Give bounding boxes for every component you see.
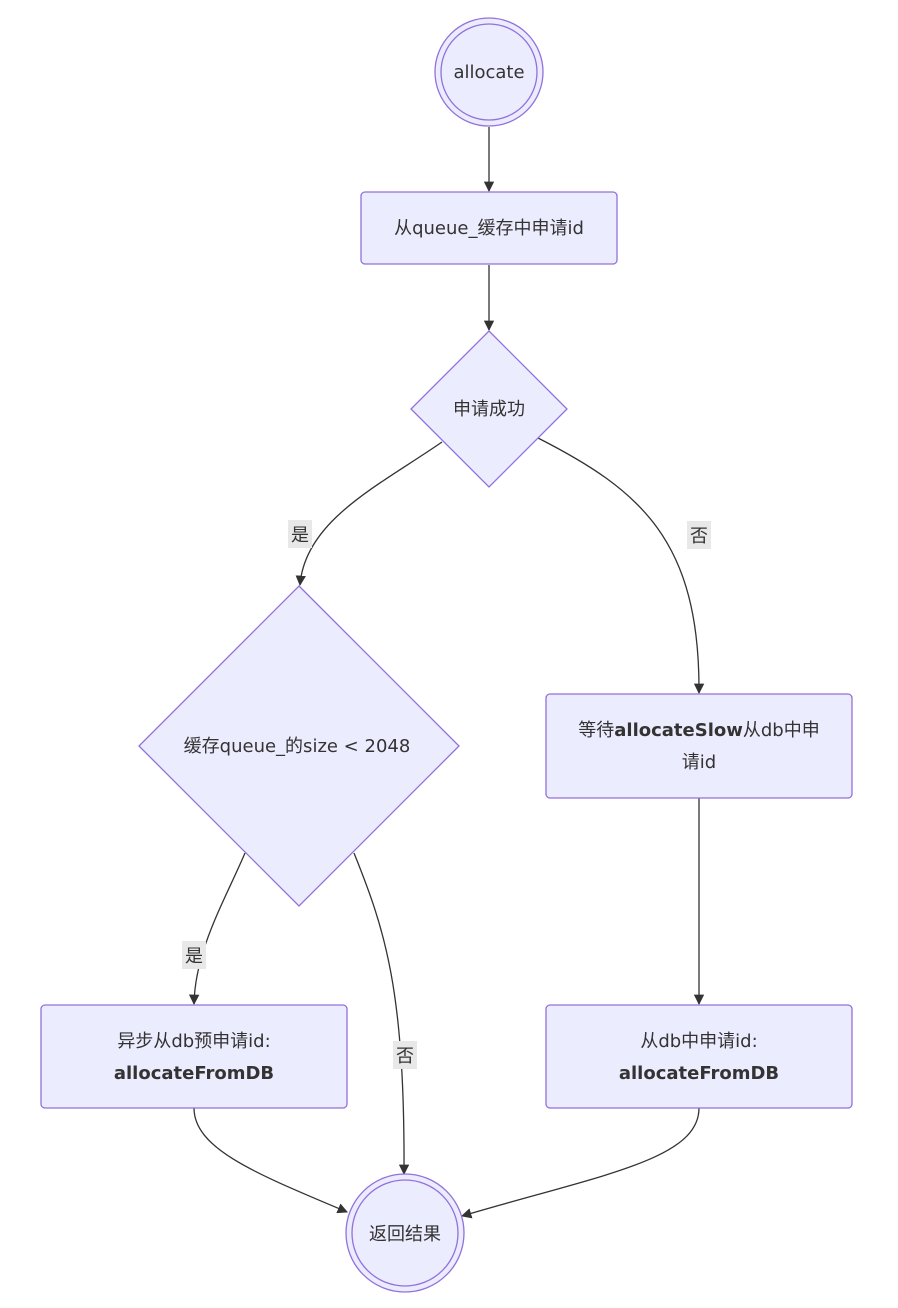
edges [188, 127, 705, 1219]
node-wait-slow: 等待allocateSlow从db中申 请id [545, 693, 853, 799]
node-start-label: allocate [453, 62, 524, 83]
node-check-success-label: 申请成功 [453, 399, 525, 420]
node-fetch-db: 从db中申请id: allocateFromDB [545, 1004, 853, 1109]
edge-label-text: 是 [291, 525, 309, 546]
edge-label-size-yes: 是 [182, 941, 206, 969]
edge-check-size-yes [188, 852, 246, 1006]
edge-label-text: 否 [690, 526, 708, 547]
edge-label-text: 否 [396, 1046, 414, 1067]
node-wait-slow-text-a: 等待 [578, 720, 614, 741]
edge-check-success-yes [295, 441, 443, 587]
node-wait-slow-line1: 等待allocateSlow从db中申 [578, 720, 819, 741]
node-end: 返回结果 [345, 1173, 465, 1293]
node-fetch-db-line2: allocateFromDB [619, 1063, 779, 1084]
edge-label-size-no: 否 [393, 1041, 417, 1069]
node-fetch-db-line1: 从db中申请id: [640, 1031, 757, 1052]
node-start: allocate [434, 17, 544, 127]
edge-check-success-no [537, 437, 705, 695]
edge-fetch-db-to-end [461, 1107, 700, 1219]
node-check-size: 缓存queue_的size < 2048 [138, 585, 460, 907]
node-async-prefetch: 异步从db预申请id: allocateFromDB [40, 1004, 348, 1109]
node-async-prefetch-line2: allocateFromDB [114, 1063, 274, 1084]
node-check-success: 申请成功 [410, 330, 568, 488]
node-wait-slow-line2: 请id [682, 752, 716, 773]
edge-label-success-yes: 是 [288, 520, 312, 548]
edge-label-text: 是 [185, 946, 203, 967]
node-fetch-queue-label: 从queue_缓存中申请id [394, 218, 584, 239]
edge-check-size-no [353, 852, 410, 1176]
edge-label-success-no: 否 [687, 521, 711, 549]
node-wait-slow-text-b: 从db中申 [743, 720, 820, 741]
node-async-prefetch-line1: 异步从db预申请id: [117, 1031, 270, 1052]
node-wait-slow-text-bold: allocateSlow [614, 720, 743, 741]
edge-async-prefetch-to-end [193, 1107, 348, 1214]
node-fetch-queue: 从queue_缓存中申请id [360, 191, 618, 265]
node-check-size-label: 缓存queue_的size < 2048 [184, 736, 411, 757]
node-end-label: 返回结果 [369, 1224, 441, 1245]
